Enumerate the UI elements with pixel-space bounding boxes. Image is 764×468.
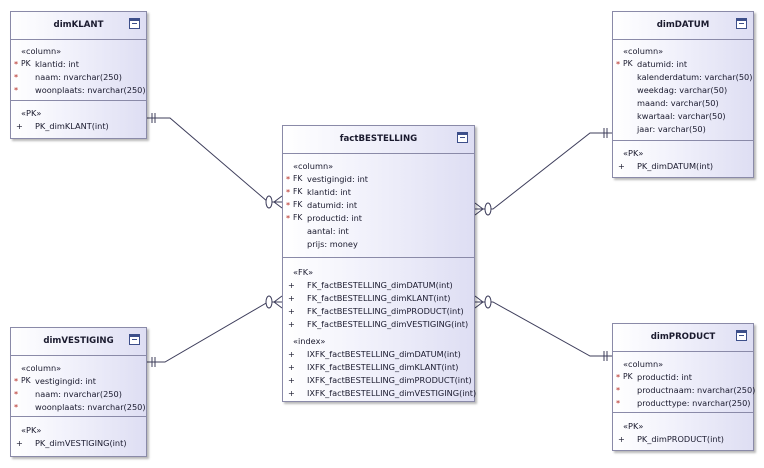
- operation-row[interactable]: +IXFK_factBESTELLING_dimDATUM(int): [288, 349, 461, 359]
- stereotype-label: «column»: [21, 363, 62, 373]
- entity-title: dimKLANT: [53, 20, 104, 30]
- entity-header: dimDATUM: [613, 12, 753, 40]
- operation-row[interactable]: +IXFK_factBESTELLING_dimVESTIGING(int): [288, 388, 477, 398]
- stereotype-label: «column»: [21, 46, 62, 56]
- column-row[interactable]: *productnaam: nvarchar(250): [616, 385, 756, 395]
- entity-header: dimKLANT: [11, 12, 146, 40]
- operation-row[interactable]: +PK_dimKLANT(int): [16, 121, 109, 131]
- column-row[interactable]: kalenderdatum: varchar(50): [637, 72, 753, 82]
- column-row[interactable]: *woonplaats: nvarchar(250): [14, 402, 146, 412]
- entity-title: dimVESTIGING: [43, 336, 114, 346]
- stereotype-label: «PK»: [623, 421, 644, 431]
- table-icon: [736, 330, 747, 341]
- column-row[interactable]: *producttype: nvarchar(250): [616, 398, 751, 408]
- column-row[interactable]: *naam: nvarchar(250): [14, 72, 122, 82]
- operation-row[interactable]: +FK_factBESTELLING_dimPRODUCT(int): [288, 306, 464, 316]
- column-row[interactable]: *naam: nvarchar(250): [14, 389, 122, 399]
- table-icon: [129, 334, 140, 345]
- column-row[interactable]: weekdag: varchar(50): [637, 85, 728, 95]
- operation-row[interactable]: +IXFK_factBESTELLING_dimKLANT(int): [288, 362, 459, 372]
- operation-row[interactable]: +PK_dimDATUM(int): [618, 161, 714, 171]
- pk-section: «PK» +PK_dimDATUM(int): [613, 141, 753, 178]
- fk-index-section: «FK» +FK_factBESTELLING_dimDATUM(int) +F…: [283, 258, 477, 401]
- stereotype-label: «column»: [623, 359, 664, 369]
- entity-title: dimPRODUCT: [650, 332, 716, 342]
- table-icon: [457, 132, 468, 143]
- column-row[interactable]: kwartaal: varchar(50): [637, 111, 726, 121]
- stereotype-label: «column»: [623, 46, 664, 56]
- relation-dimvestiging-factbestelling[interactable]: [147, 295, 283, 367]
- pk-section: «PK» +PK_dimVESTIGING(int): [11, 417, 146, 456]
- pk-section: «PK» +PK_dimPRODUCT(int): [613, 413, 753, 450]
- stereotype-label: «FK»: [293, 267, 314, 277]
- operation-row[interactable]: +FK_factBESTELLING_dimDATUM(int): [288, 280, 453, 290]
- column-row[interactable]: prijs: money: [307, 239, 358, 249]
- stereotype-label: «index»: [293, 336, 326, 346]
- column-row[interactable]: aantal: int: [307, 226, 349, 236]
- relation-dimklant-factbestelling[interactable]: [147, 113, 283, 209]
- entity-header: dimPRODUCT: [613, 324, 753, 352]
- entity-header: factBESTELLING: [283, 126, 474, 154]
- table-icon: [129, 18, 140, 29]
- entity-header: dimVESTIGING: [11, 328, 146, 356]
- stereotype-label: «PK»: [21, 108, 42, 118]
- stereotype-label: «PK»: [21, 425, 42, 435]
- column-row[interactable]: *woonplaats: nvarchar(250): [14, 85, 146, 95]
- pk-section: «PK» +PK_dimKLANT(int): [11, 101, 146, 138]
- entity-title: dimDATUM: [656, 20, 710, 30]
- table-icon: [736, 18, 747, 29]
- column-row[interactable]: jaar: varchar(50): [637, 124, 706, 134]
- stereotype-label: «column»: [293, 161, 334, 171]
- entity-title: factBESTELLING: [339, 134, 418, 144]
- column-row[interactable]: maand: varchar(50): [637, 98, 719, 108]
- operation-row[interactable]: +FK_factBESTELLING_dimKLANT(int): [288, 293, 451, 303]
- relation-dimdatum-factbestelling[interactable]: [474, 128, 612, 216]
- operation-row[interactable]: +PK_dimVESTIGING(int): [16, 438, 127, 448]
- operation-row[interactable]: +PK_dimPRODUCT(int): [618, 434, 724, 444]
- operation-row[interactable]: +IXFK_factBESTELLING_dimPRODUCT(int): [288, 375, 472, 385]
- stereotype-label: «PK»: [623, 148, 644, 158]
- operation-row[interactable]: +FK_factBESTELLING_dimVESTIGING(int): [288, 319, 469, 329]
- relation-dimproduct-factbestelling[interactable]: [474, 295, 612, 361]
